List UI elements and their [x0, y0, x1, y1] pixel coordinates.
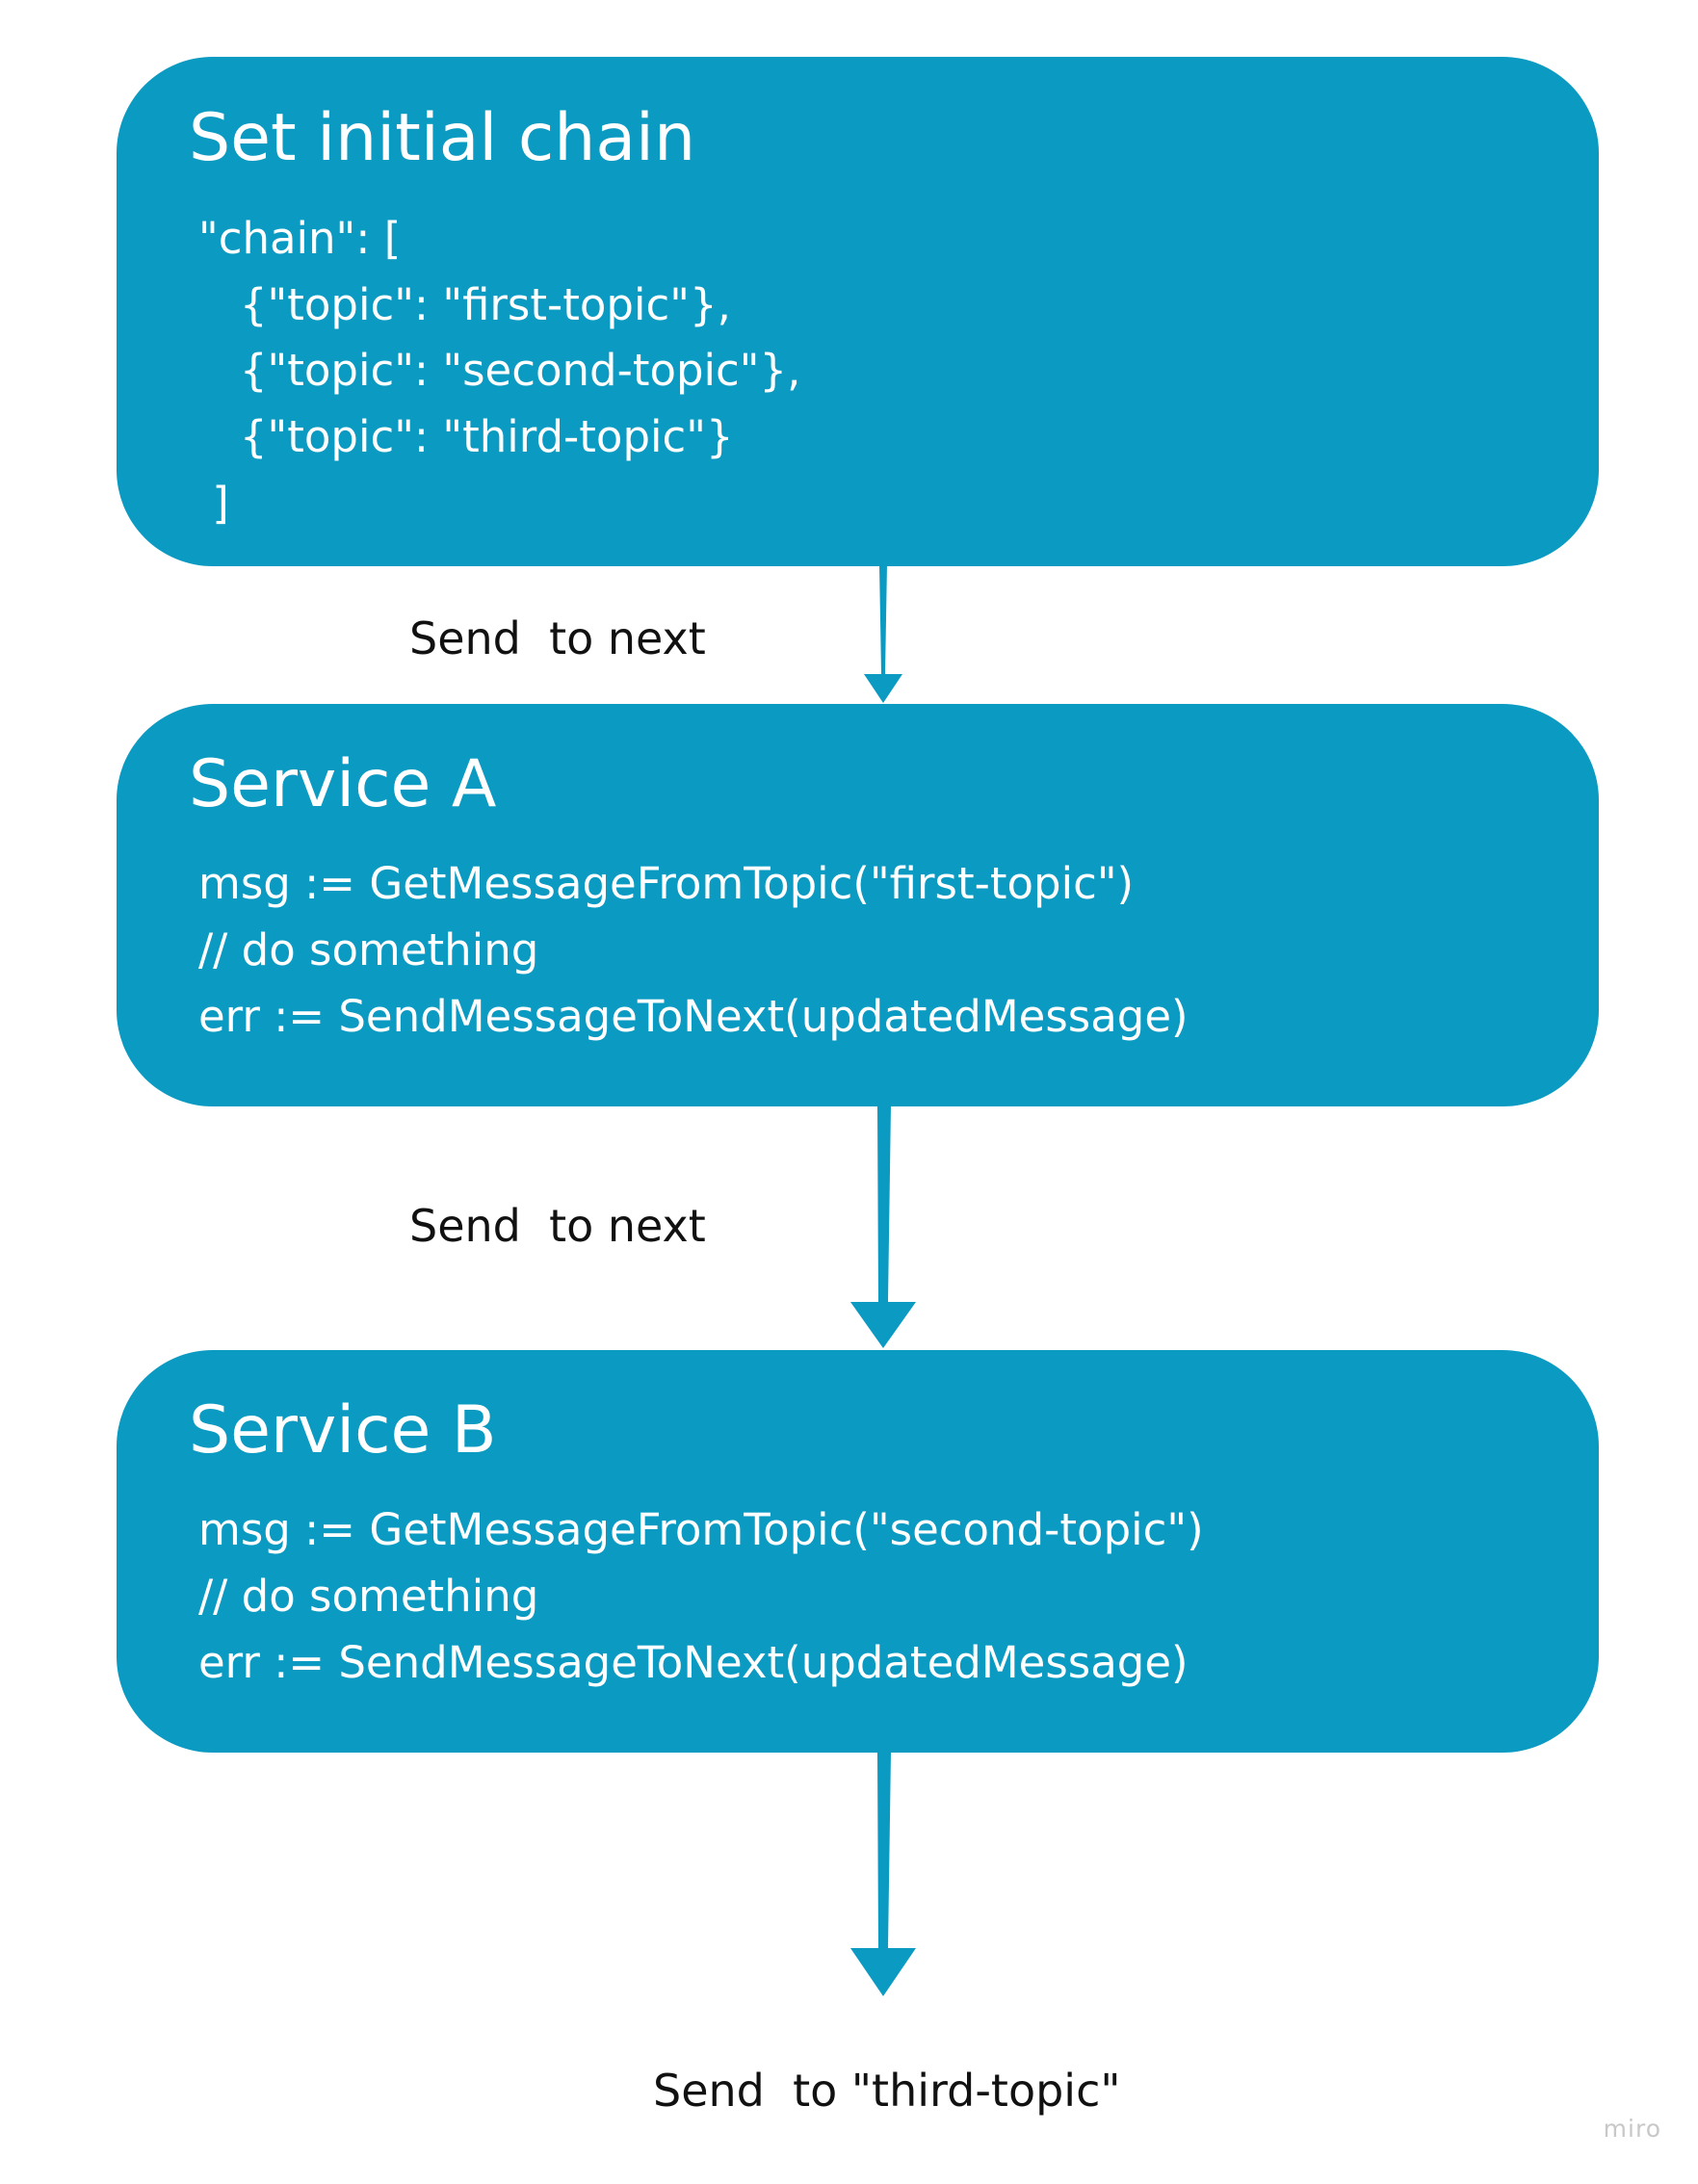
code-line: "chain": [ [198, 213, 402, 264]
code-line: err := SendMessageToNext(updatedMessage) [198, 991, 1189, 1042]
edge-label-send-to-next: Send to next [409, 612, 706, 664]
edge-label-send-to-next: Send to next [409, 1200, 706, 1252]
edge-label-send-to-third-topic: Send to "third-topic" [653, 2065, 1121, 2117]
node-set-initial-chain: Set initial chain "chain": [ {"topic": "… [117, 57, 1599, 566]
code-line: // do something [198, 1571, 539, 1622]
code-line: msg := GetMessageFromTopic("first-topic"… [198, 858, 1135, 909]
code-line: msg := GetMessageFromTopic("second-topic… [198, 1504, 1204, 1555]
arrow-service-b-to-third-topic [850, 1753, 916, 1996]
code-line: // do something [198, 924, 539, 975]
node-service-b: Service B msg := GetMessageFromTopic("se… [117, 1350, 1599, 1753]
arrow-service-a-to-service-b [850, 1105, 916, 1348]
arrow-chain-to-service-a [864, 564, 902, 703]
code-line: {"topic": "first-topic"}, [198, 279, 731, 330]
node-title: Service A [189, 746, 497, 822]
code-line: err := SendMessageToNext(updatedMessage) [198, 1637, 1189, 1688]
miro-watermark: miro [1603, 2115, 1661, 2143]
code-line: {"topic": "second-topic"}, [198, 345, 801, 396]
node-title: Set initial chain [189, 100, 696, 176]
code-line: ] [198, 478, 229, 529]
code-line: {"topic": "third-topic"} [198, 411, 734, 462]
node-service-a: Service A msg := GetMessageFromTopic("fi… [117, 704, 1599, 1106]
node-title: Service B [189, 1392, 497, 1469]
